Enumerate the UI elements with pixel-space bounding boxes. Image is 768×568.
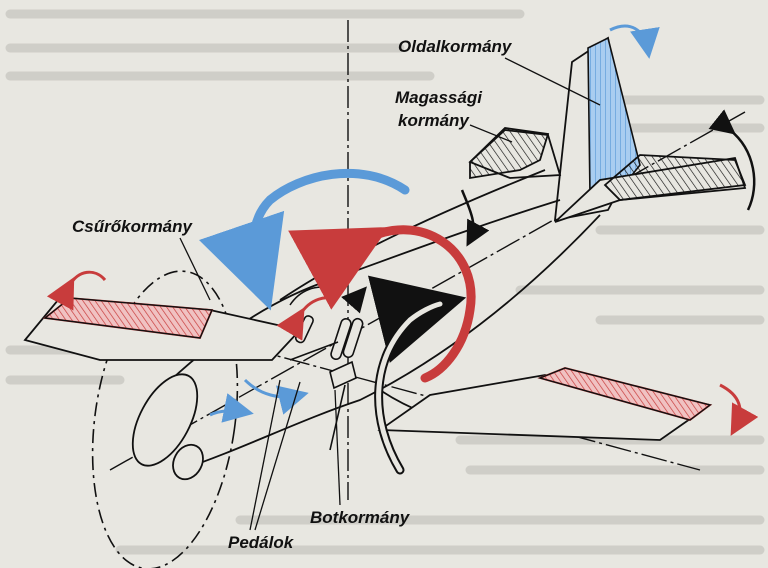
label-botkormany: Botkormány (310, 508, 411, 527)
rudder-rotation-arrow (609, 24, 660, 59)
right-wing (377, 367, 713, 441)
black-arrows (341, 109, 756, 475)
cockpit-controls (289, 315, 364, 451)
yaw-arrow (199, 168, 410, 311)
labels: Oldalkormány Magassági kormány Csűrőkorm… (72, 37, 513, 552)
elevator-link-arrow (460, 189, 490, 247)
label-csurokormany: Csűrőkormány (72, 217, 194, 236)
leader-pedalok-1 (249, 379, 281, 531)
right-elevator (603, 154, 747, 201)
right-aileron-outline (537, 367, 712, 421)
left-wing (23, 297, 302, 361)
stick-side-arrow (276, 296, 336, 341)
leader-csurokormany (179, 237, 211, 301)
control-stick-grip (330, 317, 352, 361)
leader-botkormany (334, 389, 341, 506)
label-pedalok: Pedálok (228, 533, 295, 552)
pedal-bar (289, 341, 339, 361)
roll-arrow (288, 225, 476, 383)
control-linkage (329, 384, 346, 451)
leader-magassagi (469, 124, 513, 143)
engine-intake (172, 443, 204, 481)
label-magassagi-line2: kormány (398, 111, 470, 130)
paper-bleed-lines (5, 9, 765, 555)
propeller-disc (91, 270, 239, 568)
leader-oldalkormany (504, 57, 601, 106)
leader-pedalok-2 (254, 381, 301, 531)
pitch-arrow-inner (376, 301, 443, 473)
label-magassagi-line1: Magassági (395, 88, 483, 107)
elevator-arrow (708, 109, 756, 211)
control-stick-grip-2 (342, 317, 364, 359)
blue-arrows (199, 24, 660, 423)
nose-arrow (209, 393, 254, 423)
label-oldalkormany: Oldalkormány (398, 37, 513, 56)
fuselage-bottom (179, 214, 601, 471)
right-aileron-arrow (719, 383, 759, 436)
lateral-axis (69, 299, 701, 471)
fuselage-nose (131, 373, 199, 467)
control-stick-base (329, 360, 357, 390)
aileron-link-arrow (243, 378, 309, 415)
left-elevator (469, 127, 550, 180)
leader-lines (179, 57, 601, 531)
pedal-arrow (341, 286, 367, 314)
fuselage-upper-line (279, 169, 546, 301)
vertical-tail (553, 36, 641, 222)
horizontal-stabilizers (468, 127, 747, 223)
left-aileron-arrow (46, 270, 107, 311)
